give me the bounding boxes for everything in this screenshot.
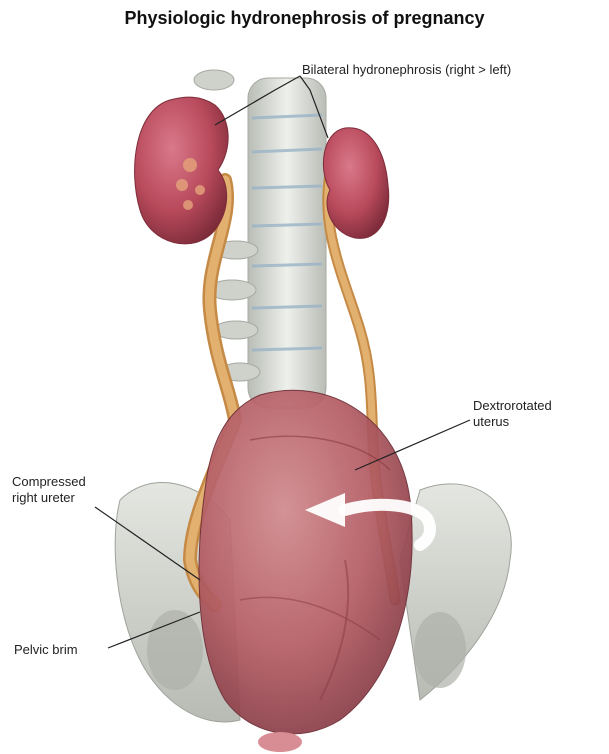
label-pelvic-brim: Pelvic brim (14, 642, 78, 658)
label-dextrorotated-line2: uterus (473, 414, 552, 430)
urethra-stub (258, 732, 302, 752)
label-compressed-line2: right ureter (12, 490, 86, 506)
right-kidney (135, 97, 229, 244)
uterus (199, 390, 412, 734)
label-dextrorotated-line1: Dextrorotated (473, 398, 552, 414)
label-dextrorotated-uterus: Dextrorotated uterus (473, 398, 552, 430)
label-compressed-right-ureter: Compressed right ureter (12, 474, 86, 506)
label-bilateral-hydronephrosis: Bilateral hydronephrosis (right > left) (302, 62, 511, 78)
left-kidney (323, 128, 388, 239)
label-compressed-line1: Compressed (12, 474, 86, 490)
